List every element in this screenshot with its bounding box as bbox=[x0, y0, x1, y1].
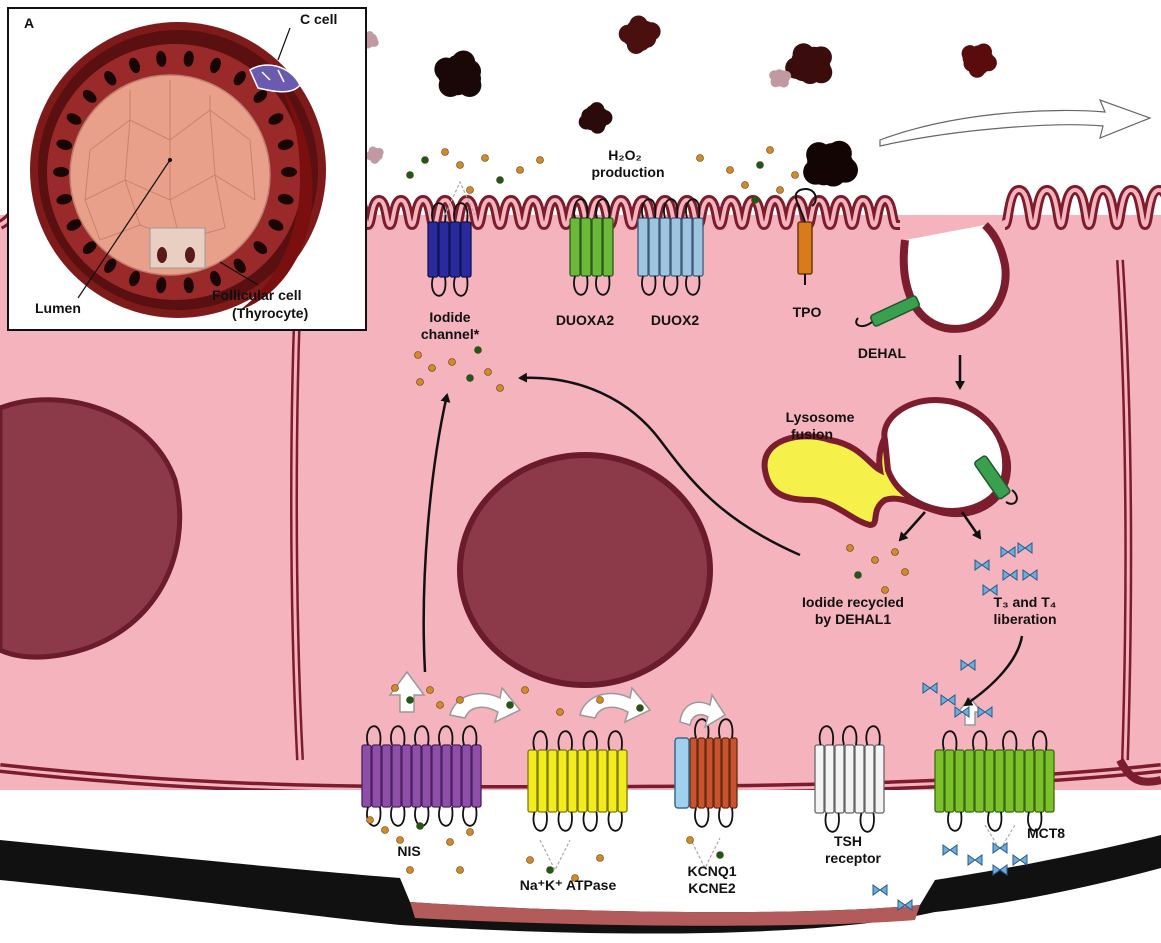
iodide-dot-icon bbox=[415, 352, 422, 359]
thyroglobulin-cluster-icon bbox=[962, 44, 997, 78]
iodide-dot-icon bbox=[497, 177, 504, 184]
nis-label: NIS bbox=[397, 843, 420, 859]
t3-t4-label: T₃ and T₄ bbox=[994, 594, 1057, 610]
iodide-dot-icon bbox=[882, 587, 889, 594]
lysosome-fusion-label: fusion bbox=[791, 426, 833, 442]
iodide-dot-icon bbox=[687, 837, 694, 844]
iodide-dot-icon bbox=[417, 823, 424, 830]
inset-panel bbox=[8, 8, 366, 330]
iodide-dot-icon bbox=[367, 817, 374, 824]
cell-nucleus bbox=[460, 455, 710, 685]
tpo-label: TPO bbox=[793, 304, 822, 320]
iodide-dot-icon bbox=[777, 187, 784, 194]
iodide-dot-icon bbox=[382, 827, 389, 834]
iodide-dot-icon bbox=[892, 549, 899, 556]
inset-panel-letter: A bbox=[24, 15, 34, 31]
blood-vessel bbox=[0, 790, 1161, 943]
mct8-label: MCT8 bbox=[1027, 825, 1065, 841]
iodide-channel-sub-label: channel* bbox=[421, 326, 480, 342]
iodide-dot-icon bbox=[392, 685, 399, 692]
iodide-dot-icon bbox=[485, 369, 492, 376]
iodide-dot-icon bbox=[407, 697, 414, 704]
thyroglobulin-cluster-icon bbox=[803, 141, 858, 187]
iodide-dot-icon bbox=[902, 569, 909, 576]
kcne2-label: KCNE2 bbox=[688, 880, 736, 896]
tsh-label: TSH bbox=[834, 833, 862, 849]
iodide-dot-icon bbox=[457, 697, 464, 704]
iodide-dot-icon bbox=[727, 167, 734, 174]
iodide-dot-icon bbox=[792, 172, 799, 179]
h2o2-production-label: production bbox=[591, 164, 664, 180]
follicular-cell-label: Follicular cell bbox=[212, 287, 301, 303]
iodide-dot-icon bbox=[637, 705, 644, 712]
iodide-dot-icon bbox=[757, 162, 764, 169]
c-cell-label: C cell bbox=[300, 11, 337, 27]
iodide-dot-icon bbox=[422, 157, 429, 164]
iodide-dot-icon bbox=[467, 375, 474, 382]
thyroglobulin-cluster-icon bbox=[785, 43, 832, 84]
lumen-flow-arrow bbox=[880, 100, 1150, 146]
iodide-dot-icon bbox=[597, 855, 604, 862]
iodide-dot-icon bbox=[417, 379, 424, 386]
iodide-dot-icon bbox=[449, 359, 456, 366]
duoxa2-label: DUOXA2 bbox=[556, 312, 615, 328]
iodide-dot-icon bbox=[522, 687, 529, 694]
iodide-dot-icon bbox=[597, 697, 604, 704]
kcnq1-label: KCNQ1 bbox=[687, 863, 736, 879]
na-k-atpase-label: Na⁺K⁺ ATPase bbox=[520, 877, 617, 893]
iodide-dot-icon bbox=[482, 155, 489, 162]
tsh-receptor-label: receptor bbox=[825, 850, 882, 866]
thyroglobulin-cluster-icon bbox=[434, 50, 481, 97]
iodide-dot-icon bbox=[697, 155, 704, 162]
iodide-dot-icon bbox=[557, 709, 564, 716]
iodide-recycled-label: Iodide recycled bbox=[802, 594, 904, 610]
t3-t4-liberation-label: liberation bbox=[993, 611, 1056, 627]
iodide-dot-icon bbox=[742, 182, 749, 189]
iodide-dot-icon bbox=[752, 197, 759, 204]
iodide-channel-label: Iodide bbox=[429, 309, 470, 325]
thyroglobulin-cluster-icon bbox=[769, 69, 791, 87]
iodide-dot-icon bbox=[507, 702, 514, 709]
iodide-dot-icon bbox=[442, 149, 449, 156]
iodide-dot-icon bbox=[429, 365, 436, 372]
kcne2-protein bbox=[675, 738, 689, 808]
iodide-dot-icon bbox=[407, 867, 414, 874]
h2o2-label: H₂O₂ bbox=[608, 147, 641, 163]
iodide-dot-icon bbox=[717, 852, 724, 859]
thyroglobulin-cluster-icon bbox=[619, 16, 661, 54]
iodide-dot-icon bbox=[457, 162, 464, 169]
iodide-dot-icon bbox=[547, 867, 554, 874]
lysosome-label: Lysosome bbox=[786, 409, 855, 425]
iodide-dot-icon bbox=[467, 829, 474, 836]
iodide-dot-icon bbox=[872, 557, 879, 564]
thyroglobulin-cluster-icon bbox=[579, 102, 613, 134]
iodide-dot-icon bbox=[407, 172, 414, 179]
iodide-dot-icon bbox=[457, 867, 464, 874]
iodide-dot-icon bbox=[475, 347, 482, 354]
iodide-recycled-sub-label: by DEHAL1 bbox=[815, 611, 891, 627]
iodide-dot-icon bbox=[847, 545, 854, 552]
iodide-dot-icon bbox=[497, 385, 504, 392]
endocytic-vesicle bbox=[904, 225, 1006, 329]
lumen-label: Lumen bbox=[35, 300, 81, 316]
iodide-dot-icon bbox=[437, 702, 444, 709]
iodide-dot-icon bbox=[447, 839, 454, 846]
iodide-dot-icon bbox=[467, 187, 474, 194]
duox2-label: DUOX2 bbox=[651, 312, 699, 328]
iodide-dot-icon bbox=[527, 857, 534, 864]
thyrocyte-label: (Thyrocyte) bbox=[232, 305, 308, 321]
iodide-dot-icon bbox=[427, 687, 434, 694]
thyroglobulin-cluster-icon bbox=[365, 147, 383, 164]
iodide-dot-icon bbox=[855, 572, 862, 579]
iodide-dot-icon bbox=[767, 147, 774, 154]
iodide-dot-icon bbox=[517, 167, 524, 174]
iodide-dot-icon bbox=[537, 157, 544, 164]
dehal-label: DEHAL bbox=[858, 345, 907, 361]
